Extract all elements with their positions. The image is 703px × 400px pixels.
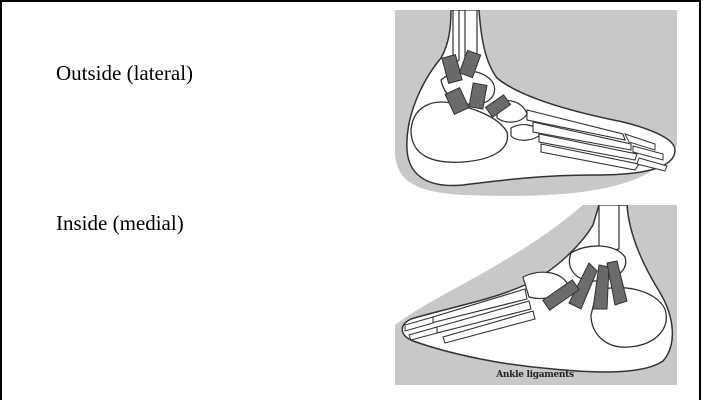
medial-ankle-illustration bbox=[393, 205, 677, 385]
lateral-label: Outside (lateral) bbox=[56, 61, 193, 86]
top-rule bbox=[0, 0, 701, 2]
figure-caption: Ankle ligaments bbox=[393, 370, 677, 380]
medial-label: Inside (medial) bbox=[56, 211, 184, 236]
lateral-ankle-illustration bbox=[393, 10, 677, 200]
